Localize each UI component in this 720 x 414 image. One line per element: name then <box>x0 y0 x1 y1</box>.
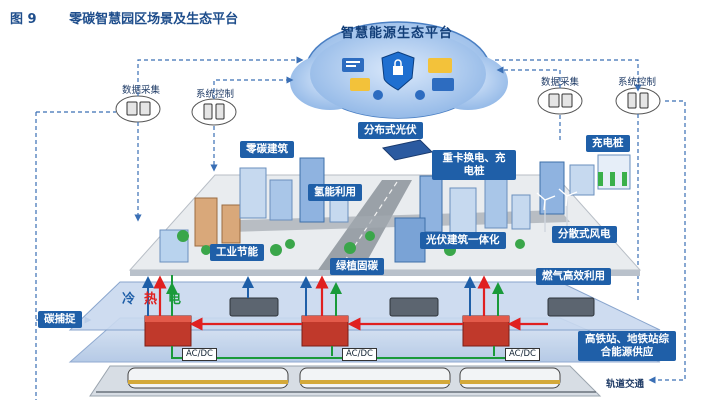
elec-flow <box>166 275 535 359</box>
figure-number: 图 9 <box>10 12 37 27</box>
right-collect-label: 数据采集 <box>541 77 580 88</box>
right-control-icon <box>615 87 661 115</box>
figure-title: 图 9 零碳智慧园区场景及生态平台 <box>10 8 238 27</box>
tag-gas: 燃气高效利用 <box>536 268 611 285</box>
tag-carbon: 碳捕捉 <box>38 311 82 328</box>
tag-industry: 工业节能 <box>210 244 264 261</box>
figure-caption: 零碳智慧园区场景及生态平台 <box>69 12 239 27</box>
acdc-label: AC/DC <box>505 348 540 361</box>
legend-heat: 热 <box>144 292 158 307</box>
legend-elec: 电 <box>168 292 182 307</box>
tag-rail-station: 高铁站、地铁站综合能源供应 <box>578 331 676 361</box>
pv-canopy <box>381 139 434 161</box>
tag-hydrogen: 氢能利用 <box>308 184 362 201</box>
platform-title: 智慧能源生态平台 <box>340 26 453 41</box>
acdc-label: AC/DC <box>182 348 217 361</box>
shield-icon <box>381 51 415 91</box>
rail-label: 轨道交通 <box>606 379 645 390</box>
energy-station-mid <box>301 315 349 347</box>
tag-wind: 分散式风电 <box>552 226 617 243</box>
tag-zero-building: 零碳建筑 <box>240 141 294 158</box>
wind-turbines <box>536 188 578 232</box>
left-control-label: 系统控制 <box>196 89 235 100</box>
energy-station-right <box>462 315 510 347</box>
tag-green: 绿植固碳 <box>330 258 384 275</box>
right-control-label: 系统控制 <box>618 77 657 88</box>
charging-piles <box>598 172 627 186</box>
document-icons <box>342 58 454 100</box>
tag-pv-distributed: 分布式光伏 <box>358 122 423 139</box>
legend-cold: 冷 <box>122 292 136 307</box>
cold-flow <box>142 276 476 316</box>
left-collect-label: 数据采集 <box>122 85 161 96</box>
left-collect-icon <box>115 95 161 123</box>
left-control-icon <box>191 98 237 126</box>
tag-charging: 充电桩 <box>586 135 630 152</box>
tag-bipv: 光伏建筑一体化 <box>420 232 506 249</box>
trees <box>177 230 525 256</box>
energy-station-left <box>144 315 192 347</box>
chiller-units <box>229 297 595 317</box>
train <box>127 367 561 389</box>
tag-heavy-truck: 重卡换电、充电桩 <box>432 150 516 180</box>
acdc-label: AC/DC <box>342 348 377 361</box>
right-collect-icon <box>537 87 583 115</box>
heat-flow <box>153 275 548 331</box>
